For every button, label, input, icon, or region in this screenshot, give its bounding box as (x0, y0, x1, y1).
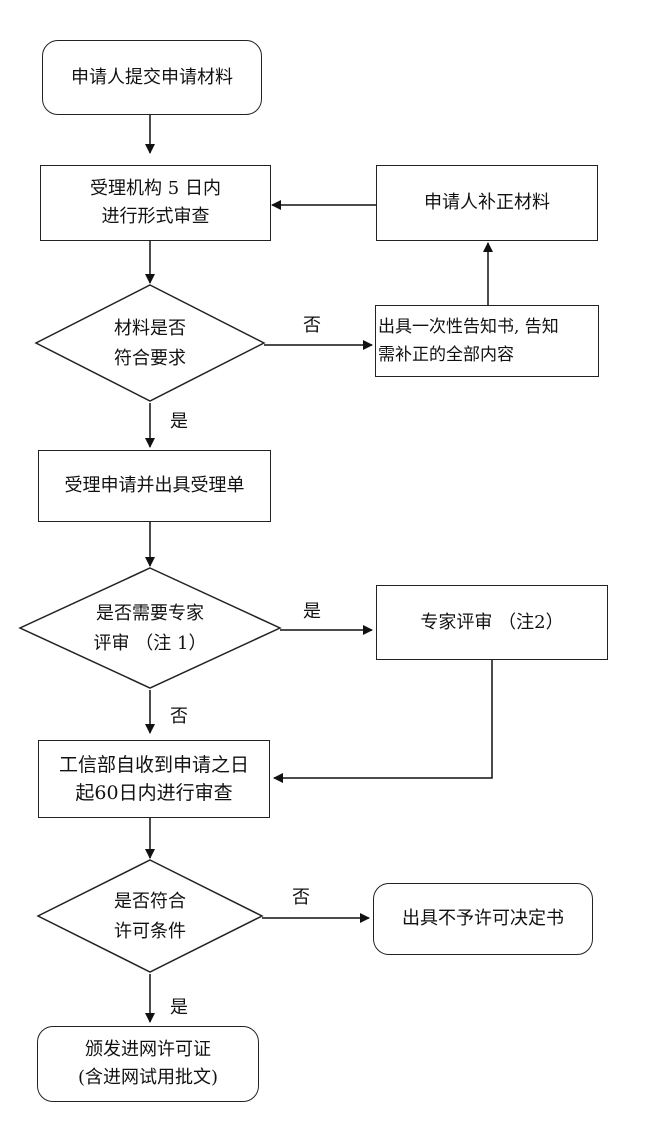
node-formal-review: 受理机构 5 日内 进行形式审查 (40, 165, 271, 241)
node-reject-line-1: 出具不予许可决定书 (402, 908, 564, 929)
edge-label-expert-yes: 是 (303, 601, 321, 622)
node-notice-line-2: 需补正的全部内容 (378, 345, 514, 365)
arrow-expert-review-to-ministry (273, 660, 493, 783)
edge-label-expert-no: 否 (170, 706, 188, 727)
decision-conditions-text: 是否符合 许可条件 (80, 886, 220, 948)
node-notice-line-1: 出具一次性告知书, 告知 (378, 317, 559, 337)
node-reject-decision: 出具不予许可决定书 (373, 883, 593, 955)
node-formal-review-line-2: 进行形式审查 (101, 206, 210, 227)
node-applicant-supplement: 申请人补正材料 (376, 165, 598, 241)
decision-diamond-conditions (36, 859, 264, 973)
node-submit-line-1: 申请人提交申请材料 (71, 66, 233, 88)
node-accept-application: 受理申请并出具受理单 (38, 450, 271, 522)
node-supplement-line-1: 申请人补正材料 (424, 192, 550, 213)
edge-label-materials-no: 否 (303, 315, 321, 336)
decision-conditions-line-1: 是否符合 (114, 891, 186, 912)
edge-label-conditions-yes: 是 (170, 997, 188, 1018)
decision-conditions-line-2: 许可条件 (114, 921, 186, 942)
decision-materials-text: 材料是否 符合要求 (76, 313, 224, 375)
node-submit-application: 申请人提交申请材料 (42, 40, 262, 115)
decision-expert-line-2: 评审 （注 1） (93, 633, 207, 654)
decision-expert-text: 是否需要专家 评审 （注 1） (60, 598, 240, 660)
decision-expert-line-1: 是否需要专家 (96, 603, 204, 624)
edge-label-conditions-no: 否 (292, 887, 310, 908)
node-accept-line-1: 受理申请并出具受理单 (64, 475, 245, 496)
node-expert-review-line-1: 专家评审 （注2） (420, 611, 564, 633)
edge-label-materials-yes: 是 (170, 411, 188, 432)
node-notice: 出具一次性告知书, 告知 需补正的全部内容 (375, 305, 599, 377)
decision-materials-line-2: 符合要求 (114, 348, 186, 369)
node-expert-review: 专家评审 （注2） (376, 585, 608, 660)
node-ministry-line-1: 工信部自收到申请之日 (58, 754, 249, 776)
node-issue-line-2: (含进网试用批文) (77, 1067, 219, 1088)
decision-diamond-expert (18, 567, 282, 689)
node-ministry-review: 工信部自收到申请之日 起60日内进行审查 (38, 740, 270, 818)
decision-diamond-materials (34, 284, 266, 402)
node-issue-license: 颁发进网许可证 (含进网试用批文) (37, 1026, 259, 1102)
node-formal-review-line-1: 受理机构 5 日内 (90, 178, 221, 199)
node-ministry-line-2: 起60日内进行审查 (75, 782, 233, 804)
decision-materials-line-1: 材料是否 (114, 318, 186, 339)
node-issue-line-1: 颁发进网许可证 (85, 1039, 211, 1060)
